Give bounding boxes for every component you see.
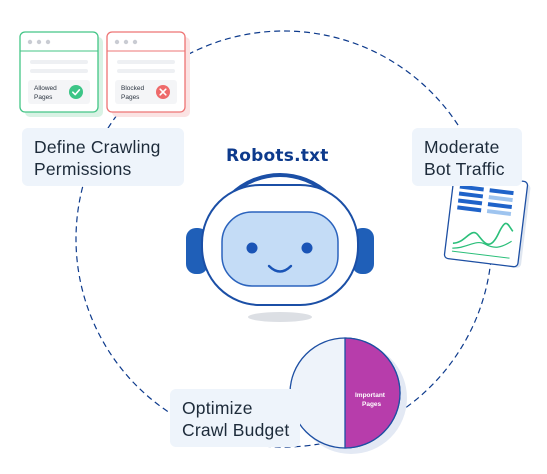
- blocked-pages-window: Blocked Pages: [106, 31, 190, 117]
- blocked-label-line2: Pages: [121, 94, 140, 101]
- pie-label-line1: Important: [355, 392, 386, 399]
- blocked-label-line1: Blocked: [121, 85, 145, 92]
- allowed-pages-window: Allowed Pages: [19, 31, 103, 117]
- window-dot: [114, 39, 120, 45]
- robot-shadow: [248, 312, 312, 322]
- diagram-title: Robots.txt: [226, 146, 329, 166]
- traffic-label-line1: Moderate: [424, 137, 500, 157]
- permissions-label-line2: Permissions: [34, 159, 132, 179]
- pie-slice-important: [344, 337, 401, 449]
- traffic-label-box: Moderate Bot Traffic: [412, 128, 522, 186]
- budget-label-line1: Optimize: [182, 398, 253, 418]
- window-dot: [36, 39, 42, 45]
- robot-eye-left: [246, 242, 258, 254]
- permissions-label-box: Define Crawling Permissions: [22, 128, 184, 186]
- robot-smile: [267, 264, 293, 273]
- budget-label-line2: Crawl Budget: [182, 420, 290, 440]
- robot-eye-right: [301, 242, 313, 254]
- crawl-budget-pie: Important Pages: [289, 337, 407, 454]
- robot-illustration: [186, 173, 374, 322]
- check-icon: [69, 85, 83, 99]
- window-dot: [27, 39, 33, 45]
- window-dot: [132, 39, 138, 45]
- budget-label-box: Optimize Crawl Budget: [170, 389, 300, 447]
- window-dot: [123, 39, 129, 45]
- pie-label-line2: Pages: [362, 401, 382, 408]
- robot-face: [221, 211, 339, 287]
- chart-document-icon: [443, 172, 531, 268]
- permissions-label-line1: Define Crawling: [34, 137, 161, 157]
- window-dot: [45, 39, 51, 45]
- allowed-label-line1: Allowed: [34, 85, 57, 92]
- allowed-label-line2: Pages: [34, 94, 53, 101]
- x-icon: [156, 85, 170, 99]
- traffic-label-line2: Bot Traffic: [424, 159, 505, 179]
